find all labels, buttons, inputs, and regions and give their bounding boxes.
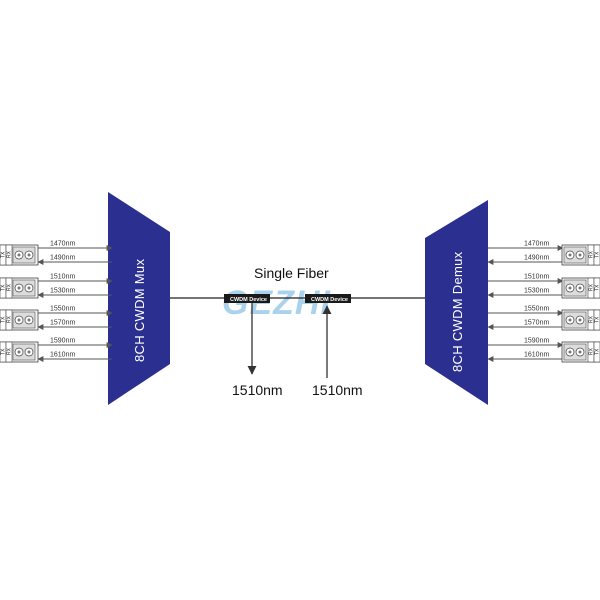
port-label-box (593, 244, 600, 266)
channel-wavelength-label: 1530nm (524, 288, 549, 295)
demux-channels: 1470nm 1490nm 1510nm 1530nm 1550nm 1570nm 1590… (487, 241, 600, 363)
tx-port-label: TX (1, 316, 7, 323)
mux-block: 8CH CWDM Mux (108, 192, 170, 405)
mux-channels: 1470nm 1490nm 1510nm 1530nm 1550nm 1570nm 1590… (0, 241, 113, 363)
tx-port-label: RX (589, 315, 595, 323)
rx-port-label: RX (7, 347, 13, 355)
connector-ferrule (568, 350, 572, 354)
connector-ferrule (17, 253, 21, 257)
tx-port-label: RX (589, 347, 595, 355)
single-fiber-label: Single Fiber (254, 265, 329, 281)
tx-port-label: TX (1, 284, 7, 291)
rx-port-label: TX (595, 348, 600, 355)
connector-ferrule (568, 253, 572, 257)
channel-wavelength-label: 1510nm (50, 274, 75, 281)
channel-wavelength-label: 1510nm (524, 274, 549, 281)
tx-port-label: TX (1, 348, 7, 355)
cwdm-device-box (224, 294, 270, 303)
channel-wavelength-label: 1550nm (524, 306, 549, 313)
demux-trapezoid (425, 200, 488, 405)
channel-wavelength-label: 1470nm (524, 241, 549, 248)
tx-port-label: RX (589, 283, 595, 291)
cwdm-device-label: CWDM Device (230, 297, 267, 303)
rx-port-label: RX (7, 250, 13, 258)
connector-ferrule (578, 253, 582, 257)
channel-wavelength-label: 1490nm (50, 255, 75, 262)
tx-port-label: RX (589, 250, 595, 258)
connector-ferrule (17, 286, 21, 290)
connector-ferrule (568, 286, 572, 290)
channel-wavelength-label: 1610nm (524, 352, 549, 359)
drop-wavelength-label: 1510nm (232, 382, 283, 398)
channel-wavelength-label: 1570nm (50, 320, 75, 327)
rx-port-label: TX (595, 316, 600, 323)
rx-port-label: RX (7, 283, 13, 291)
rx-port-label: RX (7, 315, 13, 323)
connector-ferrule (27, 318, 31, 322)
connector-ferrule (27, 253, 31, 257)
channel-wavelength-label: 1570nm (524, 320, 549, 327)
channel-wavelength-label: 1590nm (524, 338, 549, 345)
connector-ferrule (17, 350, 21, 354)
add-wavelength-label: 1510nm (312, 382, 363, 398)
cwdm-device-right: CWDM Device 1510nm (305, 294, 363, 398)
cwdm-device-label: CWDM Device (311, 297, 348, 303)
port-label-box (593, 309, 600, 331)
port-label-box (5, 341, 13, 363)
port-label-box (593, 341, 600, 363)
cwdm-device-box (305, 294, 351, 303)
channel-wavelength-label: 1530nm (50, 288, 75, 295)
connector-ferrule (578, 286, 582, 290)
channel-wavelength-label: 1490nm (524, 255, 549, 262)
port-label-box (593, 277, 600, 299)
port-label-box (5, 277, 13, 299)
connector-ferrule (27, 350, 31, 354)
connector-ferrule (17, 318, 21, 322)
port-label-box (5, 309, 13, 331)
rx-port-label: TX (595, 251, 600, 258)
mux-trapezoid (108, 192, 170, 405)
channel-wavelength-label: 1470nm (50, 241, 75, 248)
tx-port-label: TX (1, 251, 7, 258)
connector-ferrule (568, 318, 572, 322)
channel-wavelength-label: 1590nm (50, 338, 75, 345)
channel-wavelength-label: 1550nm (50, 306, 75, 313)
channel-wavelength-label: 1610nm (50, 352, 75, 359)
demux-label: 8CH CWDM Demux (450, 251, 465, 372)
connector-ferrule (578, 318, 582, 322)
port-label-box (5, 244, 13, 266)
connector-ferrule (27, 286, 31, 290)
demux-block: 8CH CWDM Demux (425, 200, 488, 405)
connector-ferrule (578, 350, 582, 354)
rx-port-label: TX (595, 284, 600, 291)
cwdm-device-left: CWDM Device 1510nm (224, 294, 283, 398)
mux-label: 8CH CWDM Mux (132, 259, 147, 362)
